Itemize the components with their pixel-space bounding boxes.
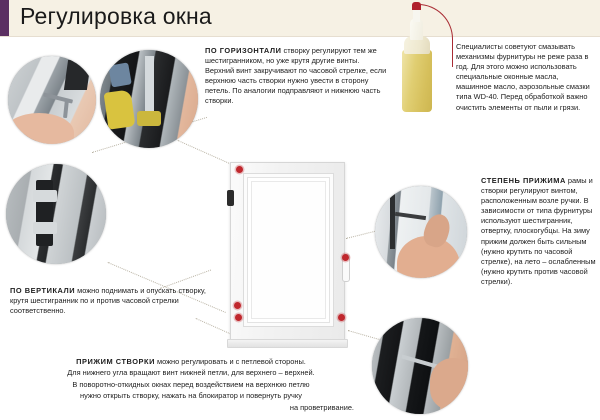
text-block-horizontal-lead: ПО ГОРИЗОНТАЛИ [205,46,282,55]
marker-bottom-left-upper[interactable] [234,302,241,309]
oil-bottle-shoulder [404,36,430,54]
window-hinge-top [227,190,234,206]
sash-pressure-line-1: ПРИЖИМ СТВОРКИ можно регулировать и с пе… [6,356,376,367]
header: Регулировка окна [0,0,600,36]
oil-bottle-body [402,50,432,112]
window-diagram [227,162,350,348]
text-block-pressure-body: рамы и створки регулируют винтом, распол… [481,176,596,286]
sash-pressure-line-1-rest: можно регулировать и с петлевой стороны. [154,357,306,366]
window-frame [227,162,348,348]
marker-bottom-right[interactable] [338,314,345,321]
sash-pressure-line-3: В поворотно-откидных окнах перед воздейс… [72,379,310,389]
oil-bottle-neck [410,18,423,40]
photo-hinge-closeup-image [6,164,106,264]
photo-hardware-mechanism [100,50,198,148]
oil-bottle-cap [412,2,421,10]
photo-hinge-closeup [6,164,106,264]
photo-hex-key-top-frame [8,56,96,144]
photo-screwdriver-lower-hinge-image [372,318,468,414]
text-block-vertical: ПО ВЕРТИКАЛИ можно поднимать и опускать … [10,286,206,316]
text-block-horizontal-body: створку регулируют тем же шестигранником… [205,46,387,106]
oil-bottle [392,2,462,122]
hand [8,113,74,144]
window-glass [251,181,326,319]
text-block-sash-pressure-lead: ПРИЖИМ СТВОРКИ [76,357,155,366]
tool-shaft [395,211,427,220]
sash-pressure-line-4: нужно открыть створку, нажать на блокира… [80,391,302,401]
window-sash [243,173,334,327]
page-title: Регулировка окна [20,3,212,29]
sash-pressure-line-5: на проветривание. [289,402,354,412]
marker-handle[interactable] [342,254,349,261]
text-block-lubrication: Специалисты советуют смазывать механизмы… [456,42,596,113]
photo-hand-at-handle-screw-image [375,186,467,278]
sash-pressure-line-2: Для нижнего угла вращают винт нижней пет… [67,368,315,378]
hex-key-tip [63,98,70,119]
hinge-knuckle-top [33,190,57,202]
text-block-sash-pressure: ПРИЖИМ СТВОРКИ можно регулировать и с пе… [6,356,376,413]
text-block-lubrication-body: Специалисты советуют смазывать механизмы… [456,42,590,112]
frame-strip [145,55,154,125]
header-divider [0,36,600,37]
oil-bottle-tip [413,6,420,22]
text-block-vertical-body: можно поднимать и опускать створку, крут… [10,286,206,316]
frame-shadow [63,59,92,90]
photo-hex-key-top-frame-image [8,56,96,144]
marker-bottom-left-lower[interactable] [235,314,242,321]
photo-hardware-mechanism-image [100,50,198,148]
yellow-part [103,89,136,131]
photo-screwdriver-lower-hinge [372,318,468,414]
text-block-pressure: СТЕПЕНЬ ПРИЖИМА рамы и створки регулирую… [481,176,597,287]
handle-bar [389,193,396,249]
window-sill [227,339,348,348]
header-accent-bar [0,0,9,36]
blue-part [108,62,132,87]
hinge-knuckle-bottom [33,222,57,234]
yellow-part-2 [137,110,161,127]
photo-hand-at-handle-screw [375,186,467,278]
text-block-horizontal: ПО ГОРИЗОНТАЛИ створку регулируют тем же… [205,46,387,107]
hand [429,358,468,411]
text-block-vertical-lead: ПО ВЕРТИКАЛИ [10,286,76,295]
marker-top-hinge[interactable] [236,166,243,173]
text-block-pressure-lead: СТЕПЕНЬ ПРИЖИМА [481,176,566,185]
